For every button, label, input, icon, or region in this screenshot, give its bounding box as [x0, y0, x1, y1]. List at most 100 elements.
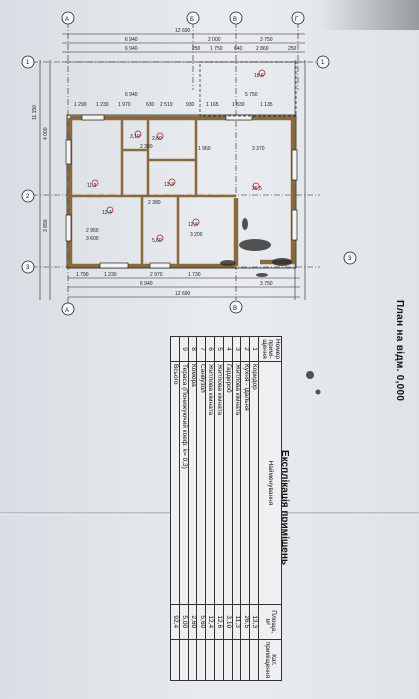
cell-cat — [240, 639, 250, 681]
terrace-outline — [199, 61, 297, 117]
dim-inner-mid: 6 940 — [125, 92, 138, 98]
cell-cat — [249, 639, 259, 681]
cell-name: Гардероб — [223, 361, 233, 605]
area-label-room3: 11,3 — [87, 183, 97, 189]
dim-top-2: 2 000 — [208, 37, 221, 43]
area-label-corridor: 13,3 — [164, 182, 174, 188]
explication-table-wrap: Номер примі- щення Найменування Площа, м… — [170, 336, 282, 681]
header-name: Найменування — [258, 361, 282, 605]
room-dim-6: 3 200 — [190, 232, 203, 238]
cell-area: 5,00 — [179, 604, 189, 640]
header-num: Номер примі- щення — [258, 336, 282, 362]
cell-cat — [188, 639, 197, 681]
cell-cat — [214, 639, 224, 681]
cell-cat — [179, 639, 189, 681]
axis-label-3: 3 — [26, 265, 30, 271]
dim-inner-2: 1 230 — [96, 102, 109, 108]
area-label-kitchen: 26,5 — [252, 186, 262, 192]
dim-left-1: 4 000 — [43, 127, 49, 140]
explication-table: Номер примі- щення Найменування Площа, м… — [170, 336, 282, 681]
cell-area: 92,4 — [170, 604, 180, 640]
area-label-room5: 12,6 — [188, 222, 198, 228]
cell-num: 8 — [188, 336, 197, 362]
dim-bottom-mid: 6 940 — [140, 281, 153, 287]
ink-stains — [220, 218, 321, 395]
dim-bottom-3: 2 970 — [150, 272, 163, 278]
dim-bottom-total: 12 690 — [175, 291, 191, 297]
dim-top-3: 3 750 — [260, 37, 273, 43]
axis-labels: А А Б В В Г 1 2 3 1 3 — [26, 17, 352, 314]
cell-area: 26,5 — [240, 604, 250, 640]
header-cat: Кат. приміщення — [258, 639, 282, 681]
dim-top-total: 12 690 — [175, 28, 191, 34]
dim-left-total: 11 150 — [32, 105, 38, 120]
cell-cat — [170, 639, 180, 681]
wall-outline — [66, 114, 297, 269]
cell-name: Житлова кімната — [214, 361, 224, 605]
axis-label-a-top: А — [65, 17, 69, 23]
cell-area: 2,60 — [188, 604, 197, 640]
axis-label-2: 2 — [26, 194, 30, 200]
axis-label-a-bottom: А — [65, 308, 69, 314]
dim-bottom-4: 1 730 — [188, 272, 201, 278]
cell-cat — [223, 639, 233, 681]
dim-inner-6: 930 — [186, 102, 195, 108]
cell-cat — [196, 639, 206, 681]
axis-label-b: Б — [190, 17, 194, 23]
axis-label-v-top: В — [233, 17, 237, 23]
axis-label-1: 1 — [26, 60, 30, 66]
cell-name: Житлова кімната — [205, 361, 215, 605]
area-label-wardrobe: 3,10 — [130, 134, 140, 140]
cell-area: 12,4 — [205, 604, 215, 640]
dim-bottom-1: 1 790 — [76, 272, 89, 278]
cell-num: 5 — [214, 336, 224, 362]
room-area-labels: 26,5 11,3 3,10 13,3 12,6 12,4 5,60 2,60 … — [87, 73, 264, 244]
plan-title: План на відм. 0,000 — [394, 300, 405, 402]
header-area: Площа, м² — [258, 604, 282, 640]
cell-num: 3 — [232, 336, 241, 362]
dim-top2-2: 250 — [192, 46, 201, 52]
area-label-terrace: 18,6 — [254, 73, 264, 79]
cell-name: Коридор — [249, 361, 259, 605]
room-dim-1: 2 950 — [86, 228, 99, 234]
cell-area: 3,10 — [223, 604, 233, 640]
cell-num: 9 — [179, 336, 189, 362]
cell-cat — [232, 639, 241, 681]
cell-area: 13,3 — [249, 604, 259, 640]
axis-bubbles — [21, 11, 357, 316]
axis-label-3-right: 3 — [348, 256, 352, 262]
cell-num: 6 — [205, 336, 215, 362]
inner-walls — [70, 118, 236, 266]
cell-num: 2 — [240, 336, 250, 362]
room-dim-5: 3 370 — [252, 146, 265, 152]
room-markers — [91, 69, 266, 242]
cell-area: 5,60 — [196, 604, 206, 640]
shadow — [320, 0, 419, 30]
dim-top-1: 6 940 — [125, 37, 138, 43]
cell-num: 4 — [223, 336, 233, 362]
room-dim-2: 3 600 — [86, 236, 99, 242]
room-dim-7: 2 380 — [148, 200, 161, 206]
dimension-texts: 12 690 6 940 2 000 3 750 6 940 250 1 750… — [74, 28, 297, 297]
area-label-room6: 12,4 — [102, 210, 112, 216]
cell-num: 1 — [249, 336, 259, 362]
dim-inner-5: 2 510 — [160, 102, 173, 108]
area-label-storage: 2,60 — [152, 136, 162, 142]
left-dims: 11 150 4 000 3 850 — [32, 105, 49, 232]
axis-label-g: Г — [295, 17, 299, 23]
cell-name: Санвузол — [196, 361, 206, 605]
dim-inner-3: 1 970 — [118, 102, 131, 108]
cell-cat — [205, 639, 215, 681]
table-header-row: Номер примі- щення Найменування Площа, м… — [258, 336, 282, 681]
cell-area: 11,3 — [232, 604, 241, 640]
